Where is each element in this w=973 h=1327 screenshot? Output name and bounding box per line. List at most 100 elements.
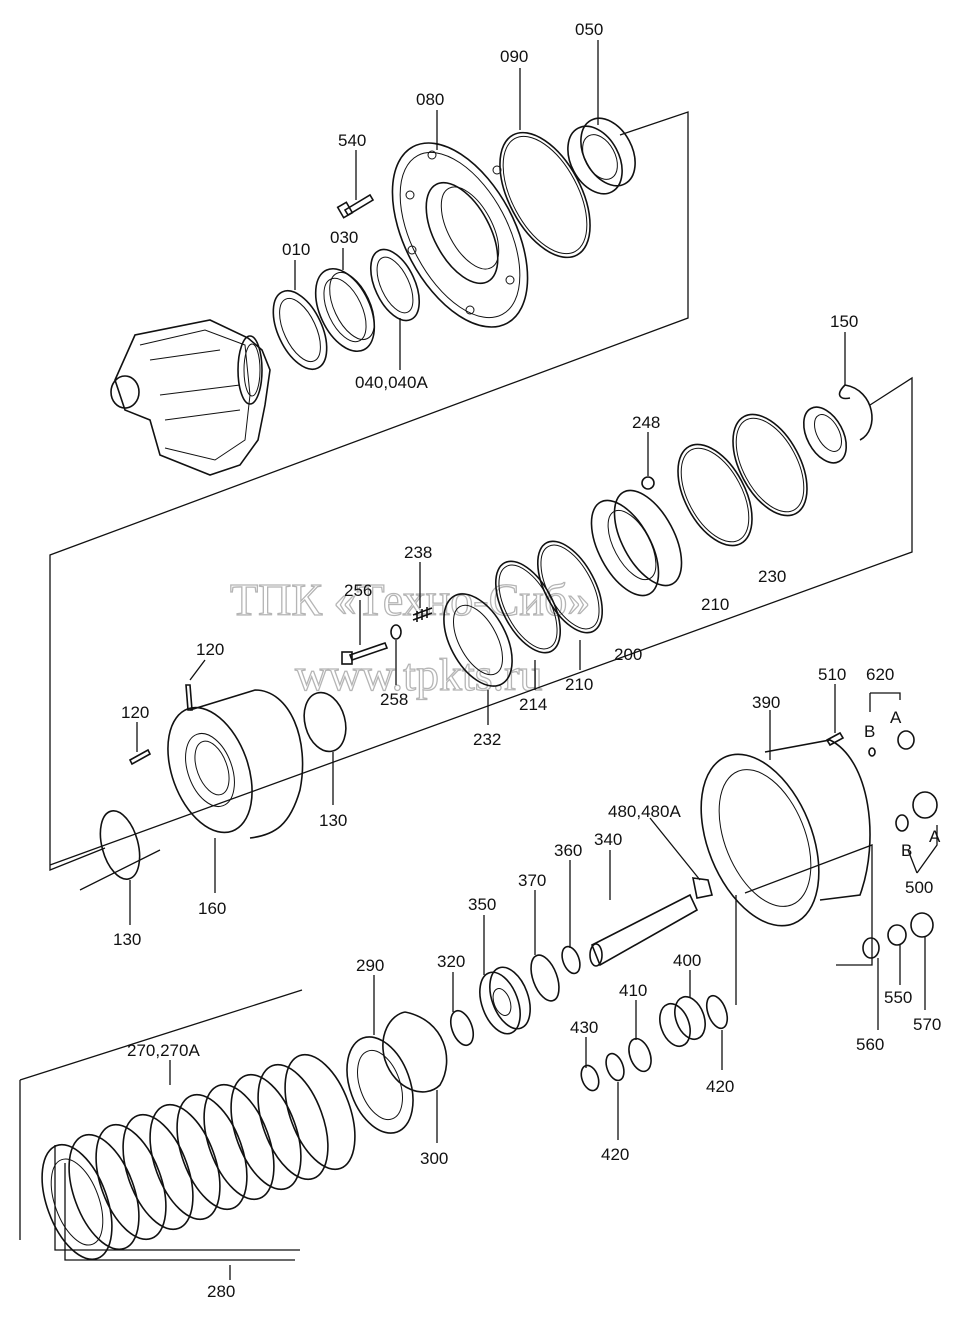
part-400-gear [659,995,706,1048]
part-258-washer [390,624,402,640]
label-500: 500 [905,878,933,897]
label-570: 570 [913,1015,941,1034]
label-230: 230 [758,567,786,586]
label-540: 540 [338,131,366,150]
label-232: 232 [473,730,501,749]
part-080-hub [391,142,529,328]
label-150: 150 [830,312,858,331]
disc-pack [41,1053,356,1261]
leader-lines [54,40,938,1280]
label-270: 270,270A [127,1041,200,1060]
part-430-ring [580,1064,600,1092]
part-150-nut [802,406,848,464]
part-370-ring [530,954,560,1002]
part-120-pin-upper [185,684,193,711]
part-050-bearing [567,117,636,195]
label-480: 480,480A [608,802,681,821]
part-238-spring [412,607,433,622]
part-130-ring-right [303,691,347,753]
watermark-company: ТПК «Техно-Сиб» [230,574,590,625]
part-labels: 050 090 080 540 010 030 040,040A 150 248… [113,20,941,1301]
part-230-oring [732,413,808,517]
label-360: 360 [554,841,582,860]
part-232-plate [443,593,513,687]
label-320: 320 [437,952,465,971]
part-256-bolt [341,641,389,665]
part-390-housing [700,739,871,927]
part-340-shaft [589,893,699,967]
part-130-ring-left [99,810,141,880]
label-B-bottom: B [901,841,912,860]
part-360-ring [561,945,581,975]
label-130-right: 130 [319,811,347,830]
label-050: 050 [575,20,603,39]
watermark-url: www.tpkts.ru [295,649,542,700]
part-030-bearing [314,267,376,353]
part-420-ring-left [605,1052,625,1082]
part-200-piston [590,489,683,597]
label-258: 258 [380,690,408,709]
part-510-bolt [825,731,845,747]
label-030: 030 [330,228,358,247]
label-370: 370 [518,871,546,890]
part-290-plate [346,1036,414,1134]
label-350: 350 [468,895,496,914]
part-500-plug [895,791,938,832]
part-090-oring [499,131,591,259]
part-150-ring [838,384,873,441]
label-560: 560 [856,1035,884,1054]
part-300-snap-ring [382,1011,448,1093]
label-420-left: 420 [601,1145,629,1164]
part-550-washer [887,924,907,946]
label-200: 200 [614,645,642,664]
label-280: 280 [207,1282,235,1301]
part-120-pin-lower [128,748,152,766]
label-290: 290 [356,956,384,975]
label-300: 300 [420,1149,448,1168]
part-620-plug [868,730,915,757]
label-510: 510 [818,665,846,684]
label-A-bottom: A [929,827,941,846]
label-430: 430 [570,1018,598,1037]
label-210-upper: 210 [701,595,729,614]
label-080: 080 [416,90,444,109]
part-248-plug [641,476,655,490]
label-B-top: B [864,722,875,741]
part-214-oring [494,560,562,654]
label-248: 248 [632,413,660,432]
label-120-lower: 120 [121,703,149,722]
label-214: 214 [519,695,547,714]
label-210-lower: 210 [565,675,593,694]
label-040: 040,040A [355,373,428,392]
label-010: 010 [282,240,310,259]
part-320-ring [449,1009,475,1047]
label-256: 256 [344,581,372,600]
label-390: 390 [752,693,780,712]
part-210-oring-upper [677,443,753,547]
part-480-washer [691,877,713,899]
steering-knuckle [110,319,271,476]
label-420-right: 420 [706,1077,734,1096]
group-outlines [19,111,913,1240]
part-040-ring [369,248,421,322]
label-400: 400 [673,951,701,970]
part-560-ring [862,937,880,959]
label-620: 620 [866,665,894,684]
label-238: 238 [404,543,432,562]
part-570-nut [910,912,934,938]
label-410: 410 [619,981,647,1000]
label-090: 090 [500,47,528,66]
part-420-ring-right [705,994,729,1030]
label-A-top: A [890,708,902,727]
part-410-gear [628,1037,652,1073]
part-010 [272,290,328,370]
part-540-bolt [336,193,375,219]
label-550: 550 [884,988,912,1007]
label-130-left: 130 [113,930,141,949]
label-160: 160 [198,899,226,918]
label-340: 340 [594,830,622,849]
part-350-gear [479,966,531,1035]
part-160-housing [167,689,304,839]
